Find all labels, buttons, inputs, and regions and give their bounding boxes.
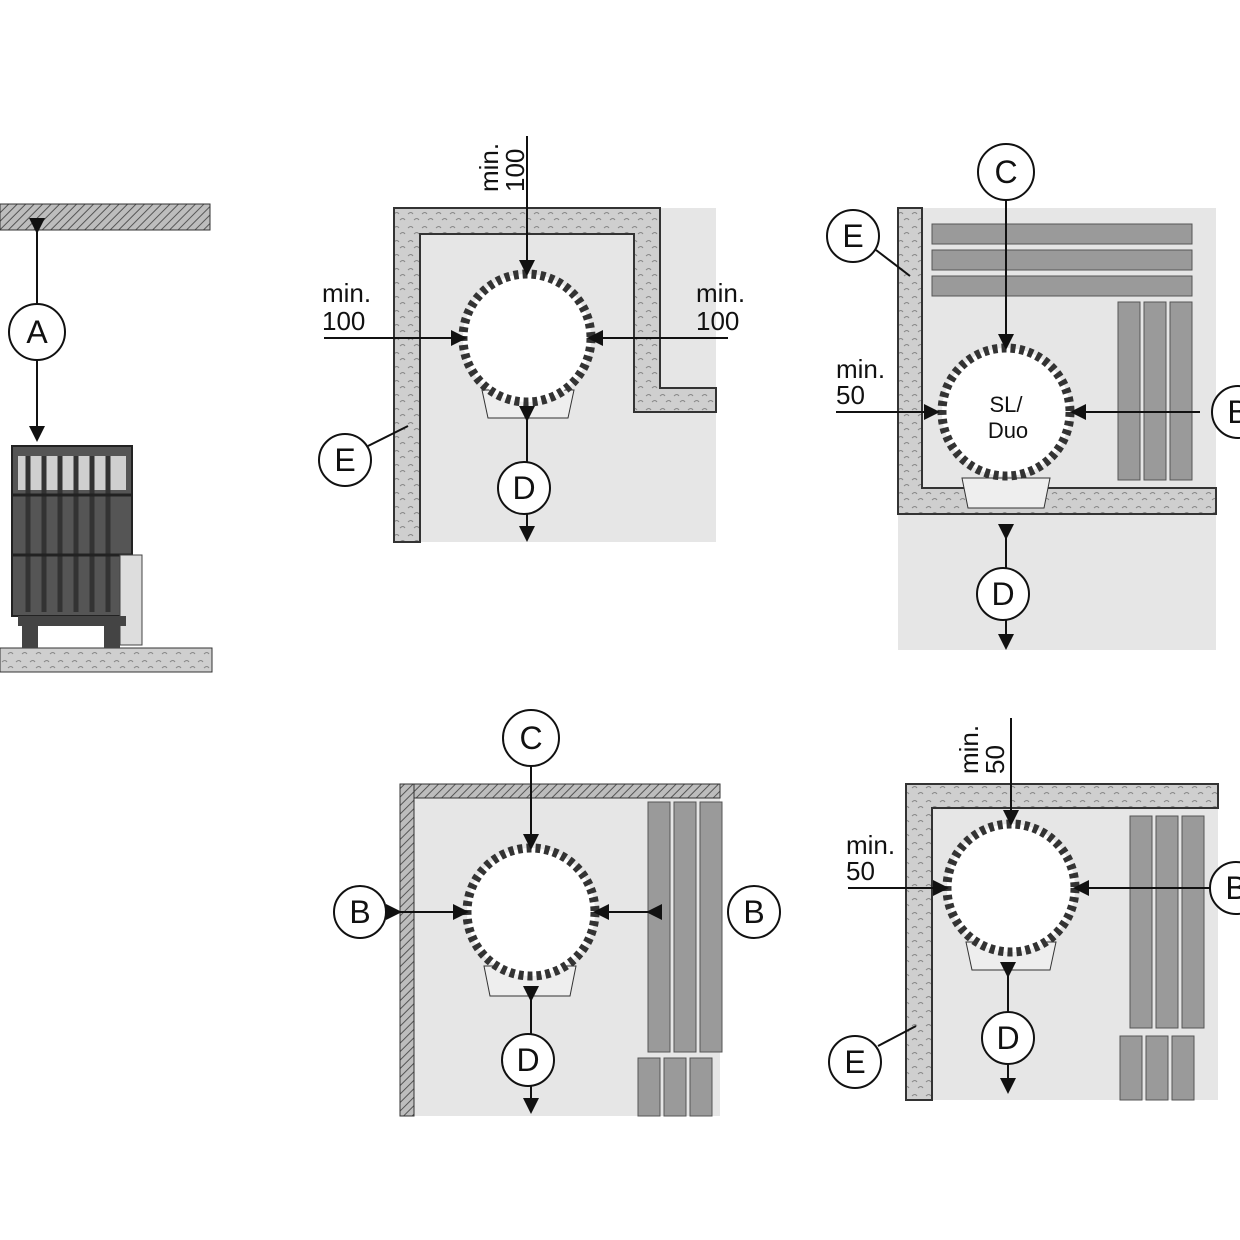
layout-alcove: min. 100 min. 100 min. 100 E D (318, 136, 745, 543)
callout-b-label: B (1227, 394, 1240, 430)
dim-left-min: min. (846, 830, 895, 860)
ceiling (0, 203, 211, 231)
callout-d-label: D (996, 1020, 1019, 1056)
callout-e: E (318, 433, 372, 487)
callout-a-label: A (26, 314, 48, 350)
callout-b-label: B (743, 894, 764, 930)
callout-e: E (826, 209, 880, 263)
dim-value: 50 (980, 745, 1010, 774)
callout-b: B (1209, 861, 1240, 915)
heater-top (937, 343, 1075, 509)
callout-e-label: E (844, 1044, 865, 1080)
callout-c-label: C (994, 154, 1017, 190)
callout-e-label: E (842, 218, 863, 254)
dim-right-value: 100 (696, 306, 739, 336)
heater-model-line1: SL/ (989, 392, 1023, 417)
callout-d-label: D (991, 576, 1014, 612)
dim-left-value: 50 (846, 856, 875, 886)
dim-left-min: min. (322, 278, 371, 308)
callout-d: D (981, 1011, 1035, 1065)
heater-model-line2: Duo (988, 418, 1028, 443)
bench-vertical (637, 801, 723, 1117)
callout-d: D (976, 567, 1030, 621)
callout-d: D (501, 1033, 555, 1087)
callout-e: E (828, 1035, 882, 1089)
bench-vertical (1119, 815, 1205, 1101)
callout-b-label: B (349, 894, 370, 930)
dim-value: 100 (500, 149, 530, 192)
callout-c-label: C (519, 720, 542, 756)
layout-wood-walls: C B B D (333, 709, 781, 1117)
side-view: A (0, 203, 213, 673)
callout-c: C (502, 709, 560, 767)
layout-corner-sl-duo: SL/ Duo min. 50 C E B D (826, 143, 1240, 650)
callout-e-label: E (334, 442, 355, 478)
heater-side (11, 445, 143, 648)
dim-left-min: min. (836, 354, 885, 384)
bench-horizontal (931, 223, 1193, 297)
callout-a: A (8, 303, 66, 361)
dim-top-100: min. 100 (474, 143, 530, 192)
floor (0, 647, 213, 673)
callout-d-label: D (516, 1042, 539, 1078)
callout-d-label: D (512, 470, 535, 506)
callout-b-left: B (333, 885, 387, 939)
dim-right-min: min. (696, 278, 745, 308)
dim-left-value: 100 (322, 306, 365, 336)
layout-corner-min50: min. 50 min. 50 E B D (828, 718, 1240, 1101)
callout-c: C (977, 143, 1035, 201)
dim-left-value: 50 (836, 380, 865, 410)
dim-min-label: min. (474, 143, 504, 192)
callout-d: D (497, 461, 551, 515)
bench-vertical (1117, 301, 1193, 481)
callout-b-right: B (727, 885, 781, 939)
callout-b: B (1211, 385, 1240, 439)
dim-top-50: min. 50 (954, 725, 1010, 774)
dim-min-label: min. (954, 725, 984, 774)
callout-b-label: B (1225, 870, 1240, 906)
